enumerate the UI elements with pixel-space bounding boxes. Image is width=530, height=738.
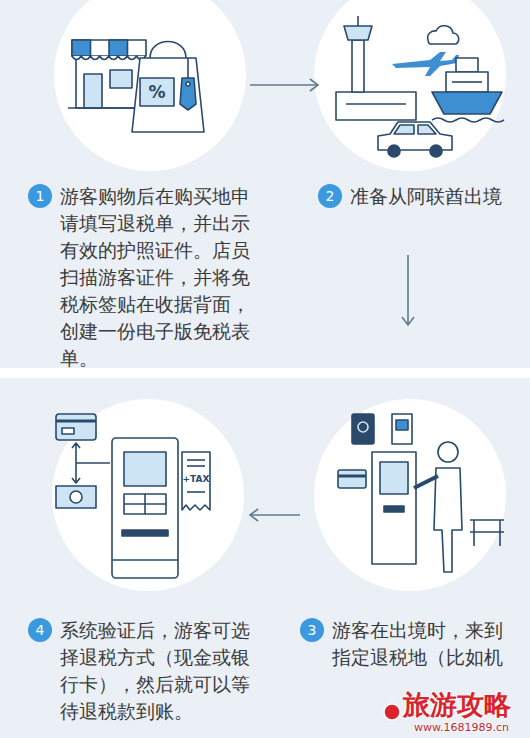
scene-circle [52, 399, 244, 591]
refund-kiosk [124, 494, 166, 514]
step-row: 4 系统验证后，游客可选择退税方式（现金或银行卡），然后就可以等待退税款到账。 [28, 617, 250, 725]
shopping-bag [180, 78, 196, 110]
step-row: 3 游客在出境时，来到指定退税地（比如机 [300, 617, 513, 671]
refund-kiosk [112, 438, 178, 578]
flow-arrow [250, 514, 300, 516]
refund-method-icons [72, 443, 110, 483]
step-number: 1 [28, 184, 52, 208]
step-box: 3 游客在出境时，来到指定退税地（比如机 [300, 325, 513, 733]
kiosk-with-traveller [384, 506, 404, 512]
step-row: 2 准备从阿联酋出境 [318, 183, 513, 210]
flow-arrow [407, 255, 409, 325]
shop-icon [72, 56, 146, 60]
step-box: 2 准备从阿联酋出境 [318, 20, 513, 255]
shopping-bag [150, 42, 186, 59]
refund-method-icons [56, 486, 96, 508]
airport-tower [357, 16, 359, 26]
tax-receipt [182, 452, 210, 510]
step-text: 游客在出境时，来到指定退税地（比如机 [332, 617, 513, 671]
watermark: 旅游攻略 [403, 691, 511, 718]
shopping-bag [140, 78, 174, 106]
refund-method-icons [56, 414, 110, 508]
refund-kiosk [112, 438, 178, 578]
document-icons [338, 414, 412, 488]
kiosk-with-traveller [438, 442, 458, 462]
refund-method-icons [62, 428, 74, 434]
kiosk-with-traveller [372, 452, 416, 564]
cloud-icon [428, 26, 459, 44]
ship-icon [432, 118, 504, 122]
step-number: 3 [300, 618, 324, 642]
step-text: 系统验证后，游客可选择退税方式（现金或银行卡），然后就可以等待退税款到账。 [60, 617, 250, 725]
refund-kiosk [144, 494, 146, 514]
step-box: 4 系统验证后，游客可选择退税方式（现金或银行卡），然后就可以等待退税款到账。 [28, 400, 250, 733]
document-icons [338, 470, 366, 488]
cloud-icon [428, 26, 459, 44]
step-row: 1 游客购物后在购买地申请填写退税单，并出示有效的护照证件。店员扫描游客证件，并将… [28, 183, 250, 372]
car-icon [394, 125, 436, 134]
tax-receipt [187, 465, 205, 467]
step-text: 准备从阿联酋出境 [350, 183, 502, 210]
airport-tower [346, 103, 406, 105]
shop-icon [76, 56, 142, 108]
kiosk-with-traveller [434, 468, 462, 572]
tax-receipt [187, 459, 205, 461]
step-box: 1 游客购物后在购买地申请填写退税单，并出示有效的护照证件。店员扫描游客证件，并将… [28, 20, 250, 372]
icon-label: % [148, 84, 165, 101]
document-icons [358, 422, 368, 432]
ship-icon [432, 58, 504, 122]
airport-tower [336, 16, 416, 120]
kiosk-with-traveller [372, 442, 504, 572]
document-icons [338, 475, 366, 478]
watermark-logo [384, 704, 400, 720]
panel-ground [0, 378, 530, 738]
shop-icon [110, 70, 132, 88]
shopping-bag [186, 82, 190, 86]
document-icons [396, 420, 408, 430]
refund-method-icons [56, 414, 96, 440]
kiosk-with-traveller [470, 520, 504, 546]
refund-method-icons [70, 491, 82, 503]
shop-icon [72, 40, 146, 56]
step-number: 4 [28, 618, 52, 642]
shopping-bag [187, 58, 189, 78]
document-icons [392, 414, 412, 444]
watermark: www.1681989.cn [414, 722, 509, 733]
car-icon [430, 145, 442, 157]
document-icons [352, 414, 374, 444]
shopping-bag [132, 42, 204, 133]
car-icon [378, 122, 452, 150]
kiosk-with-traveller [380, 462, 408, 494]
icon-label: +TAX [183, 475, 210, 484]
car-icon [378, 122, 452, 157]
flow-arrow [250, 84, 318, 86]
scene-circle [52, 0, 506, 591]
watermark-logo [384, 704, 400, 720]
scene-circle [54, 0, 246, 171]
scene-circle [314, 399, 506, 591]
shop-icon [72, 40, 91, 56]
tax-receipt [187, 491, 205, 493]
refund-kiosk [122, 530, 168, 536]
step-text: 游客购物后在购买地申请填写退税单，并出示有效的护照证件。店员扫描游客证件，并将免… [60, 183, 250, 372]
refund-kiosk [124, 452, 166, 486]
step-number: 2 [318, 184, 342, 208]
airport-tower [336, 92, 416, 120]
car-icon [388, 145, 400, 157]
ship-icon [446, 72, 488, 92]
shop-icon [109, 40, 128, 56]
ship-icon [432, 92, 502, 114]
shopping-bag [132, 58, 204, 132]
ship-icon [456, 58, 478, 72]
airport-tower [344, 26, 372, 40]
shop-icon [84, 74, 102, 108]
refund-method-icons [56, 420, 96, 423]
airport-tower [352, 40, 364, 92]
ship-icon [452, 81, 482, 83]
refund-kiosk [112, 559, 178, 561]
tax-receipt [182, 452, 210, 510]
kiosk-with-traveller [414, 476, 438, 488]
scene-circle [314, 0, 506, 171]
